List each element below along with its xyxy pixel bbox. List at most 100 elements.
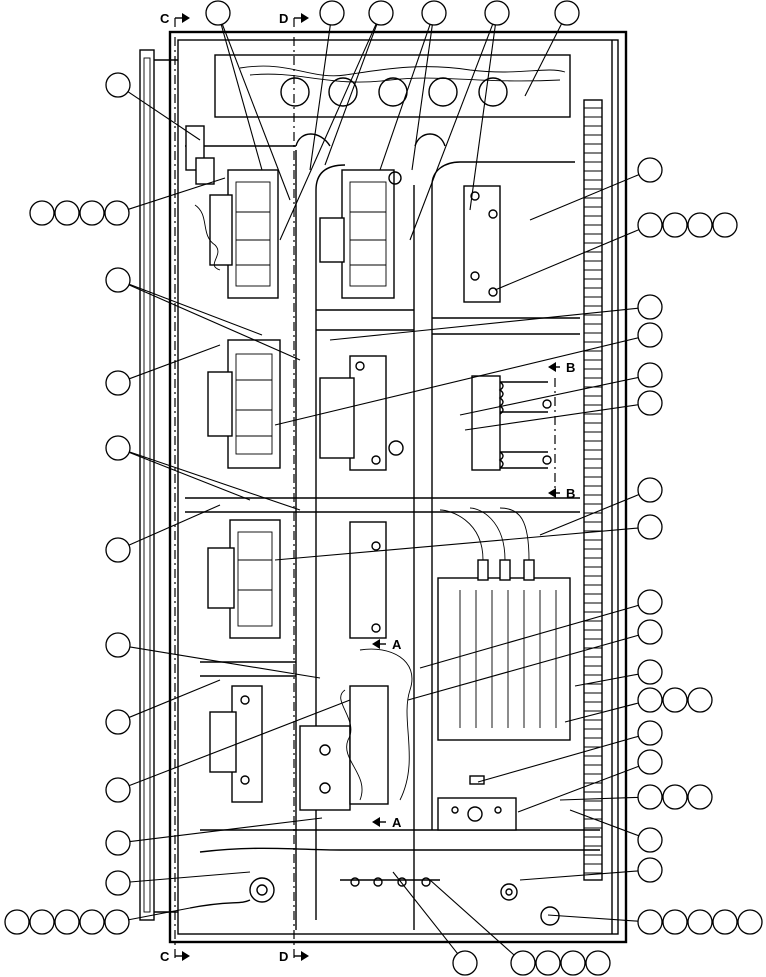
callout-bubble: [105, 267, 131, 293]
callout-leader: [129, 646, 321, 679]
callout-bubble: [637, 749, 663, 775]
callout-bubble: [637, 212, 663, 238]
callout-leader: [279, 23, 377, 241]
callout-leader: [129, 871, 251, 883]
callout-leader: [128, 504, 221, 546]
callout-bubble: [712, 212, 738, 238]
callout-bubble: [105, 777, 131, 803]
callout-bubble: [554, 0, 580, 26]
section-a-bottom-label: A: [392, 815, 402, 830]
callout-bubble: [105, 709, 131, 735]
callout-bubble: [637, 477, 663, 503]
callout-leader: [411, 24, 433, 171]
callout-leader: [128, 679, 221, 718]
breaker-block: [299, 648, 413, 811]
relay-lower-middle: [349, 521, 387, 639]
callout-bubble: [637, 362, 663, 388]
callout-bubble: [29, 909, 55, 935]
callout-bubble: [54, 200, 80, 226]
callout-bubble: [637, 720, 663, 746]
callout-leader: [559, 796, 639, 801]
callout-bubble: [105, 72, 131, 98]
callout-leader: [379, 24, 431, 171]
callout-bubble: [205, 0, 231, 26]
callout-bubble: [452, 950, 478, 976]
contactor-4: [207, 519, 281, 639]
callout-bubble: [104, 909, 130, 935]
callout-leader: [564, 702, 639, 723]
section-line-d: D D: [279, 11, 309, 964]
callout-leader: [469, 24, 496, 211]
callout-bubble: [637, 909, 663, 935]
callout-bubble: [637, 589, 663, 615]
section-b-bottom-label: B: [566, 486, 575, 501]
callout-bubble: [104, 200, 130, 226]
section-b-top-label: B: [566, 360, 575, 375]
callout-bubble: [585, 950, 611, 976]
transformer: [471, 375, 556, 490]
section-d-bottom-label: D: [279, 949, 288, 964]
callout-leader: [547, 914, 639, 922]
callout-leader: [221, 24, 291, 201]
heat-sink-module: [437, 507, 571, 741]
callout-leader: [519, 870, 639, 881]
enclosure: [139, 30, 628, 944]
callout-bubble: [637, 390, 663, 416]
callout-bubble: [662, 784, 688, 810]
section-a-top-label: A: [392, 637, 402, 652]
callout-leader: [129, 283, 263, 336]
left-side-bracket: [185, 125, 215, 185]
ground-lugs: [189, 877, 560, 926]
callout-bubble: [687, 784, 713, 810]
relay-middle: [319, 355, 404, 471]
contactor-3: [207, 339, 281, 469]
callout-leader: [324, 24, 378, 166]
callout-leader: [128, 177, 226, 210]
section-marker-b: B B: [548, 360, 575, 501]
section-c-top-label: C: [160, 11, 170, 26]
callout-leader: [128, 699, 351, 787]
callout-bubble: [79, 200, 105, 226]
callout-leader: [429, 879, 515, 956]
callout-leader: [129, 344, 221, 380]
callouts: [4, 0, 763, 976]
callout-bubble: [687, 212, 713, 238]
callout-leader: [419, 604, 639, 669]
callout-bubble: [637, 619, 663, 645]
callout-bubble: [687, 687, 713, 713]
callout-leader: [407, 634, 639, 701]
callout-bubble: [79, 909, 105, 935]
callout-bubble: [319, 0, 345, 26]
callout-leader: [129, 817, 323, 843]
callout-leader: [539, 494, 640, 536]
contactor-2: [319, 169, 402, 299]
callout-leader: [529, 174, 640, 221]
callout-leader: [574, 673, 639, 687]
callout-leader: [477, 735, 639, 783]
section-marker-a: A A: [372, 637, 402, 830]
callout-bubble: [368, 0, 394, 26]
callout-bubble: [105, 435, 131, 461]
callout-bubble: [105, 830, 131, 856]
callout-bubble: [510, 950, 536, 976]
terminal-strip-rail: [583, 99, 603, 881]
callout-bubble: [637, 857, 663, 883]
callout-bubble: [560, 950, 586, 976]
relay-top-right: [463, 185, 501, 303]
callout-bubble: [105, 632, 131, 658]
section-d-top-label: D: [279, 11, 288, 26]
callout-bubble: [637, 157, 663, 183]
callout-bubble: [105, 537, 131, 563]
callout-leader: [524, 23, 563, 97]
callout-leader: [517, 765, 639, 813]
callout-leader: [464, 404, 639, 431]
callout-bubble: [662, 212, 688, 238]
callout-leader: [494, 229, 640, 291]
callout-leader: [274, 337, 639, 426]
callout-bubble: [637, 514, 663, 540]
callout-bubble: [737, 909, 763, 935]
section-c-bottom-label: C: [160, 949, 170, 964]
callout-bubble: [637, 687, 663, 713]
callout-leader: [128, 451, 251, 501]
